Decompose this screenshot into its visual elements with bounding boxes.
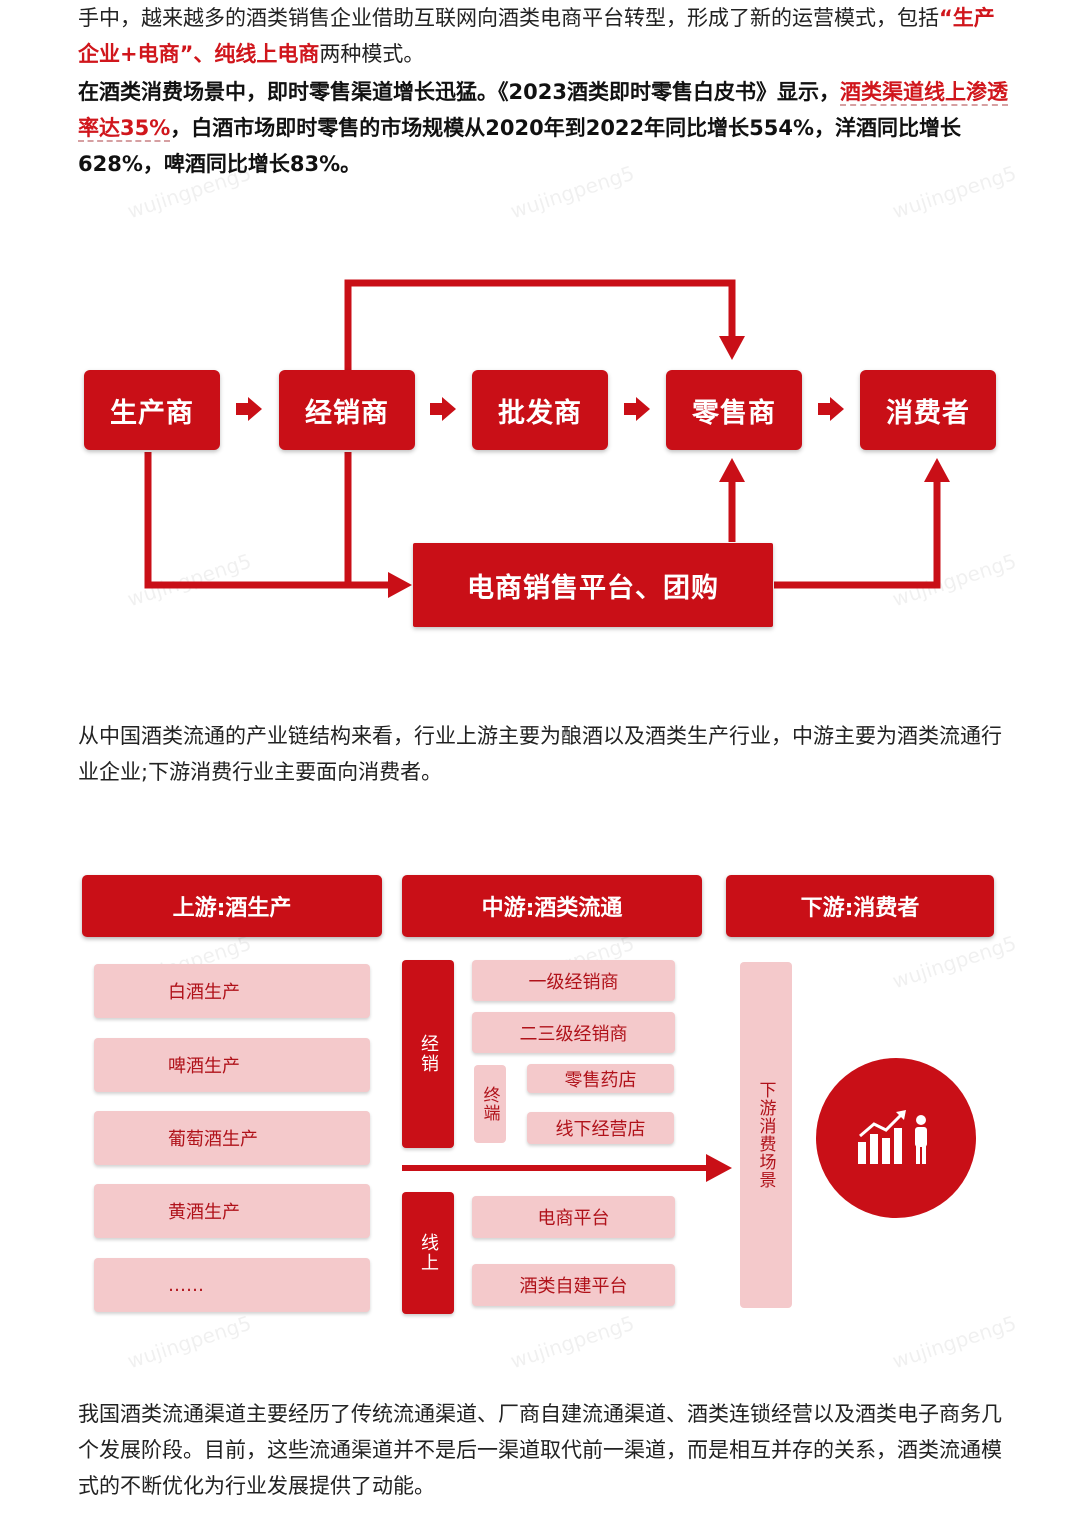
highlight-text: 酒类渠道线上渗透率达35%	[78, 80, 1008, 142]
header-midstream: 中游:酒类流通	[402, 875, 702, 937]
node-distributor: 经销商	[279, 370, 415, 450]
consumer-circle	[816, 1058, 976, 1218]
label-downstream-scene: 下游消费场景	[740, 962, 792, 1308]
header-upstream: 上游:酒生产	[82, 875, 382, 937]
paragraph-text: 在酒类消费场景中，即时零售渠道增长迅猛。《2023酒类即时零售白皮书》显示，	[78, 80, 840, 104]
flow-connectors	[144, 279, 950, 598]
paragraph-industry-chain: 从中国酒类流通的产业链结构来看，行业上游主要为酿酒以及酒类生产行业，中游主要为酒…	[78, 724, 1002, 784]
paragraph-text: 两种模式。	[319, 42, 425, 66]
paragraph-text: ，白酒市场即时零售的市场规模从2020年到2022年同比增长554%，洋酒同比增…	[78, 116, 962, 176]
label-distribution: 经销	[402, 960, 454, 1148]
node-ecommerce-platform: 电商销售平台、团购	[413, 543, 773, 627]
terminal-pharmacy: 零售药店	[527, 1064, 674, 1093]
paragraph-retail-stats: 在酒类消费场景中，即时零售渠道增长迅猛。《2023酒类即时零售白皮书》显示，酒类…	[78, 74, 1008, 182]
node-retailer: 零售商	[666, 370, 802, 450]
paragraph-intro: 手中，越来越多的酒类销售企业借助互联网向酒类电商平台转型，形成了新的运营模式，包…	[78, 0, 1008, 72]
upstream-item: 葡萄酒生产	[94, 1111, 370, 1165]
label-online: 线上	[402, 1192, 454, 1314]
paragraph-text: 手中，越来越多的酒类销售企业借助互联网向酒类电商平台转型，形成了新的运营模式，包…	[78, 6, 939, 30]
header-downstream: 下游:消费者	[726, 875, 994, 937]
node-producer: 生产商	[84, 370, 220, 450]
online-ecommerce-platform: 电商平台	[472, 1196, 675, 1238]
bar-chart-person-icon	[858, 1110, 927, 1164]
terminal-offline-store: 线下经营店	[527, 1112, 674, 1144]
upstream-item: ……	[94, 1258, 370, 1312]
upstream-item: 黄酒生产	[94, 1184, 370, 1238]
node-wholesaler: 批发商	[472, 370, 608, 450]
online-self-built-platform: 酒类自建平台	[472, 1264, 675, 1306]
label-terminal: 终端	[474, 1065, 506, 1143]
upstream-item: 白酒生产	[94, 964, 370, 1018]
distributor-tier23: 二三级经销商	[472, 1012, 675, 1053]
distributor-tier1: 一级经销商	[472, 960, 675, 1001]
paragraph-channel-history: 我国酒类流通渠道主要经历了传统流通渠道、厂商自建流通渠道、酒类连锁经营以及酒类电…	[78, 1402, 1002, 1498]
node-consumer: 消费者	[860, 370, 996, 450]
highlight-text: “生产企业+电商”、纯线上电商	[78, 6, 995, 66]
upstream-item: 啤酒生产	[94, 1038, 370, 1092]
